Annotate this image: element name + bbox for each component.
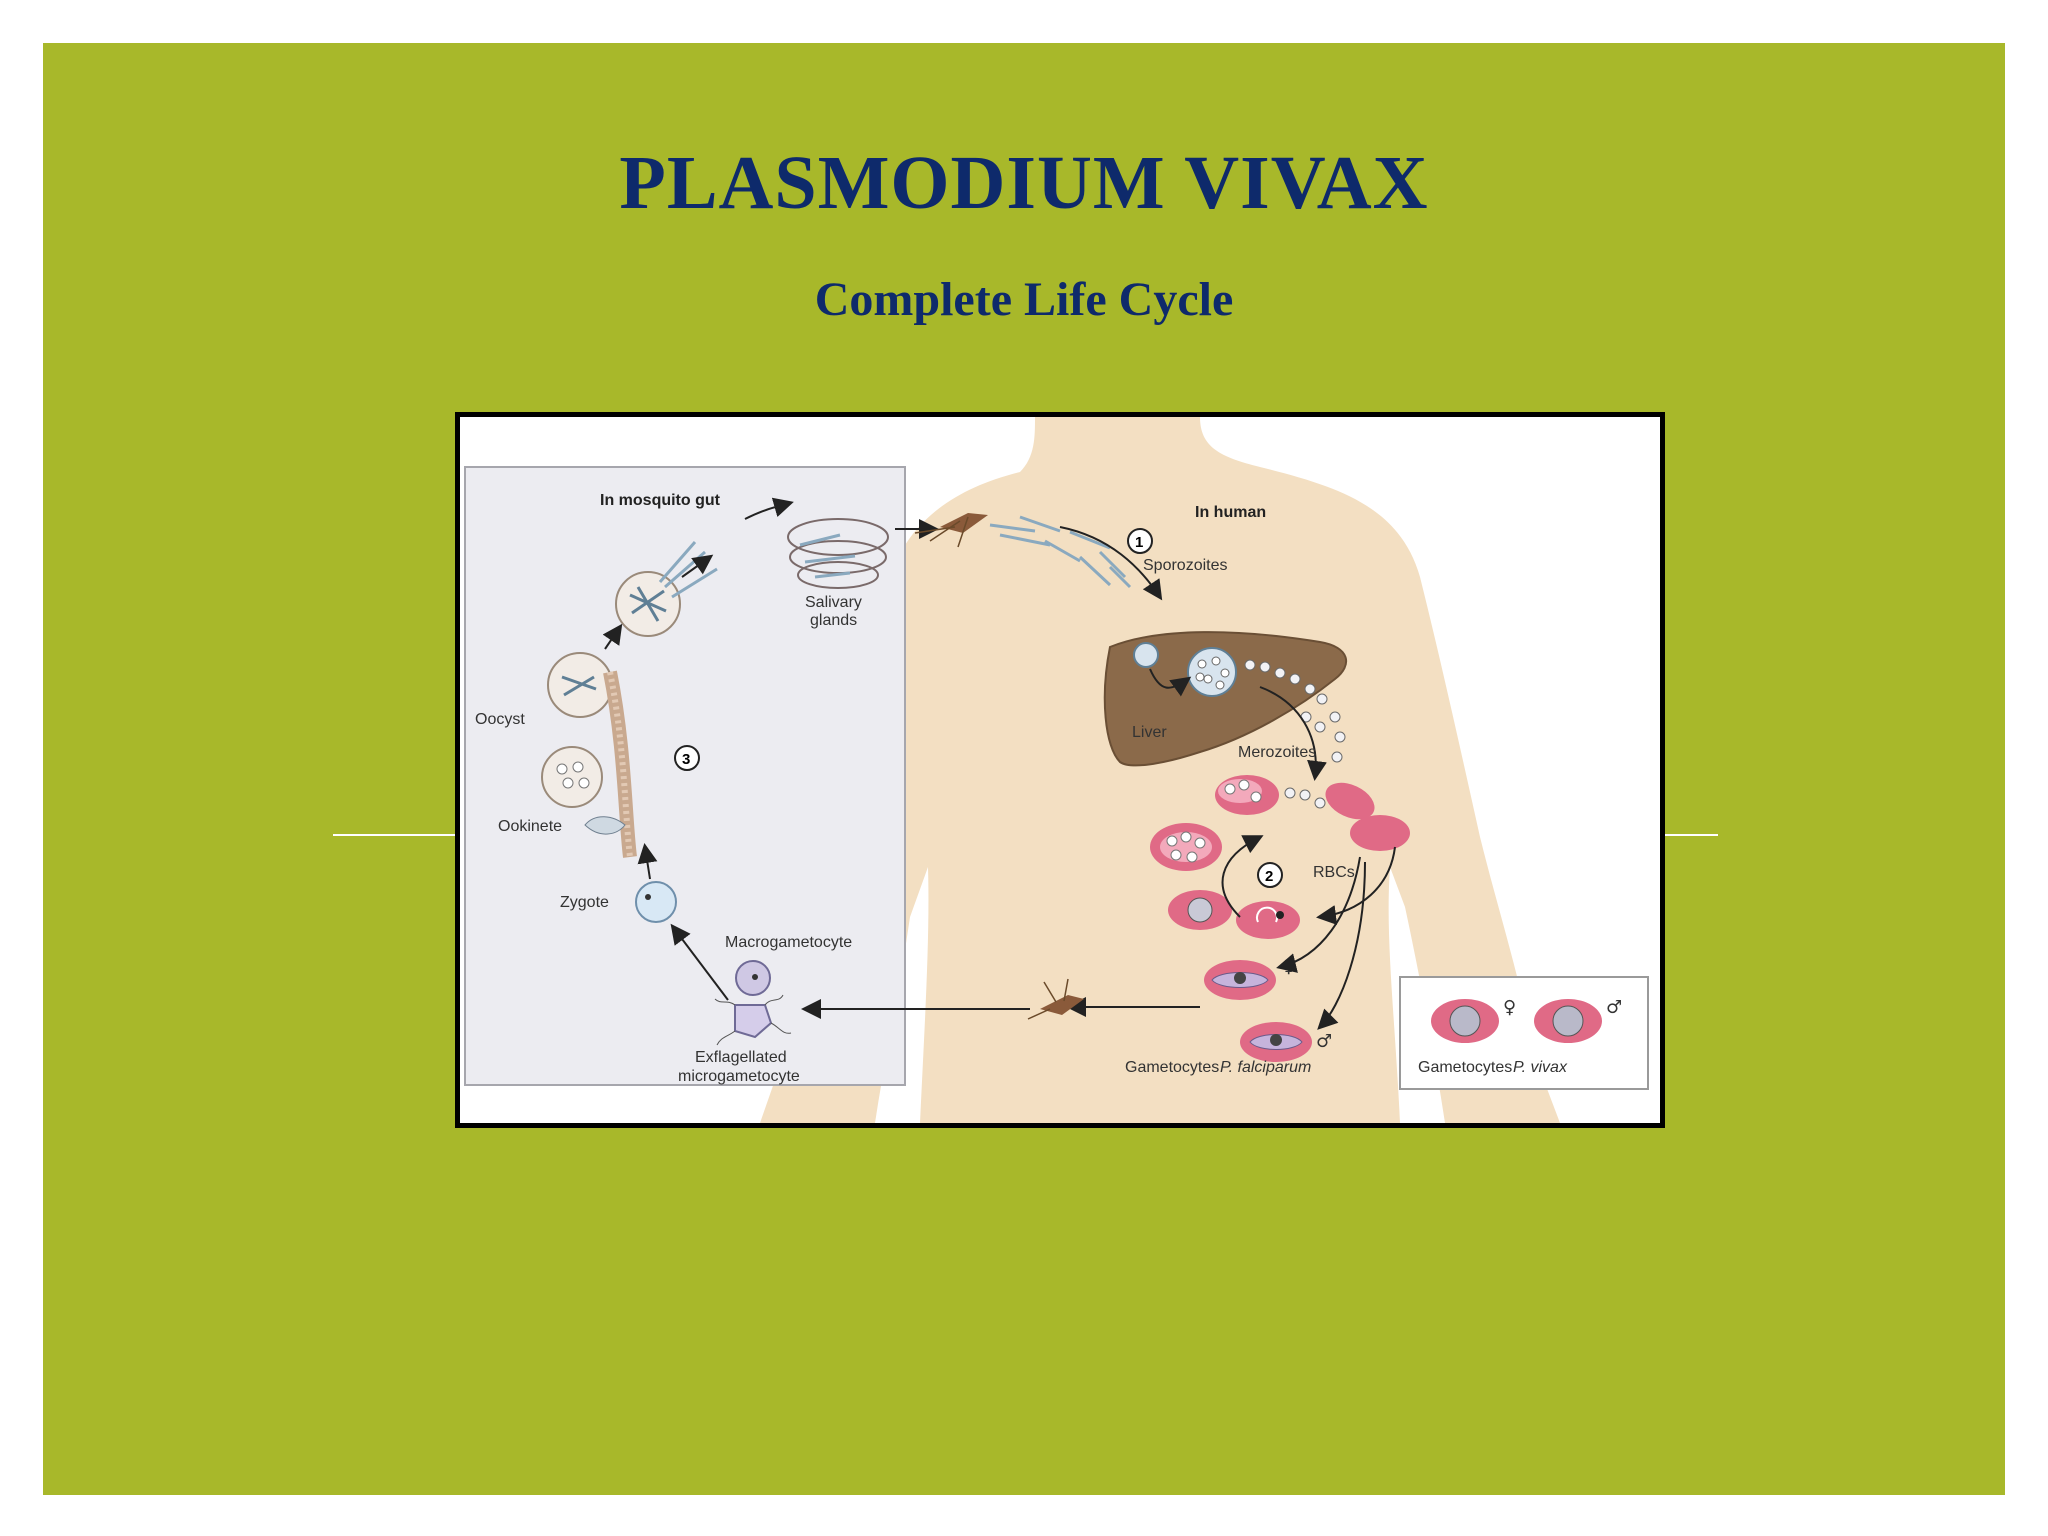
falciparum-gametocytes-illustration xyxy=(1204,960,1312,1062)
mosquito-gut-panel xyxy=(464,466,906,1086)
life-cycle-figure: In mosquito gut Salivary glands Oocyst xyxy=(455,412,1665,1128)
slide-title: PLASMODIUM VIVAX xyxy=(619,141,1429,225)
vivax-gametocytes-illustration xyxy=(1431,999,1602,1043)
sporozoite-stream-illustration xyxy=(989,515,1132,589)
step-2-marker xyxy=(1257,862,1283,888)
divider-line-left xyxy=(333,834,458,836)
sporozoite-arrows xyxy=(1059,526,1163,601)
mature-oocyst-illustration xyxy=(615,541,718,637)
macrogametocyte-label: Macrogametocyte xyxy=(725,934,852,951)
liver-illustration xyxy=(1103,631,1348,767)
gametocyte-arrow-1 xyxy=(1276,856,1361,973)
ookinete-label: Ookinete xyxy=(498,818,562,835)
salivary-glands-label-line1: Salivary xyxy=(805,594,862,611)
vivax-male-symbol: ♂ xyxy=(1606,997,1622,1018)
rbc-exit-arrow xyxy=(1316,846,1396,925)
human-panel-title: In human xyxy=(1195,504,1266,521)
step-1-number: 1 xyxy=(1135,534,1143,551)
gametocytes-falciparum-species: P. falciparum xyxy=(1220,1059,1311,1076)
zygote-nucleus xyxy=(645,894,651,900)
step-1-marker xyxy=(1127,528,1153,554)
oocyst-label: Oocyst xyxy=(475,711,525,728)
zygote-illustration xyxy=(635,881,677,923)
rbc-cycle-arrow xyxy=(1221,835,1264,918)
mosquito-icon-top xyxy=(914,513,988,548)
salivary-glands-illustration xyxy=(787,518,889,589)
gametocytes-vivax-prefix: Gametocytes xyxy=(1418,1059,1512,1076)
gametocytes-vivax-species: P. vivax xyxy=(1513,1059,1568,1076)
developing-oocysts-illustration xyxy=(541,652,637,858)
merozoite-arrow xyxy=(1259,686,1327,781)
life-cycle-diagram: In mosquito gut Salivary glands Oocyst xyxy=(464,417,1649,1123)
falciparum-male-symbol: ♂ xyxy=(1316,1031,1332,1052)
mosquito-icon-bottom xyxy=(1027,978,1084,1020)
sporozoites-label: Sporozoites xyxy=(1143,557,1228,574)
gametocyte-arrow-2 xyxy=(1317,861,1366,1030)
merozoites-label: Merozoites xyxy=(1238,744,1316,761)
rbcs-label: RBCs xyxy=(1313,864,1355,881)
zygote-label: Zygote xyxy=(560,894,609,911)
step-2-number: 2 xyxy=(1265,868,1273,885)
liver-arrow xyxy=(1149,668,1192,697)
step-3-marker xyxy=(674,745,700,771)
slide-subtitle: Complete Life Cycle xyxy=(814,273,1234,326)
infected-hepatocyte xyxy=(1133,642,1159,668)
vivax-female-symbol: ♀ xyxy=(1503,997,1516,1018)
gametocytes-falciparum-prefix: Gametocytes xyxy=(1125,1059,1219,1076)
salivary-glands-label-line2: glands xyxy=(810,612,857,629)
liver-label: Liver xyxy=(1132,724,1167,741)
mosquito-panel-title: In mosquito gut xyxy=(600,492,721,509)
exflagellated-label-line2: microgametocyte xyxy=(678,1068,800,1085)
step-3-number: 3 xyxy=(682,751,690,768)
mosquito-cycle-arrows xyxy=(602,497,939,1001)
rbc-cycle-illustration xyxy=(1150,775,1410,939)
microgametocyte-illustration xyxy=(714,994,792,1046)
ookinete-illustration xyxy=(584,816,626,835)
divider-line-right xyxy=(1658,834,1718,836)
exflagellated-label-line1: Exflagellated xyxy=(695,1049,787,1066)
human-body-silhouette xyxy=(760,417,1560,1123)
